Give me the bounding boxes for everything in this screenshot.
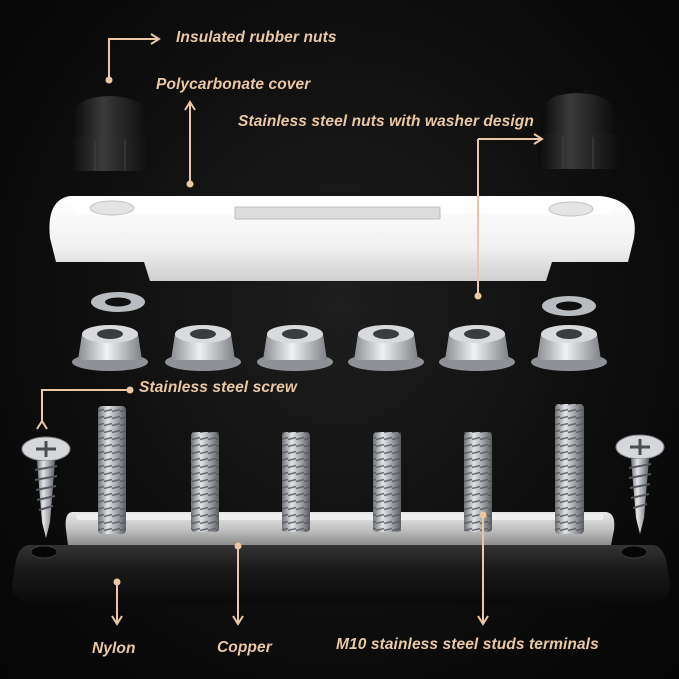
stud-1 — [98, 406, 126, 534]
label-rubber-nuts: Insulated rubber nuts — [176, 29, 337, 46]
rubber-cap-right — [538, 93, 618, 169]
leader-copper — [232, 542, 244, 626]
wood-screw-left — [21, 436, 71, 538]
flange-nut-1 — [72, 325, 148, 371]
flange-nut-3 — [257, 325, 333, 371]
stud-5 — [464, 432, 492, 532]
polycarbonate-cover — [49, 196, 635, 281]
label-studs: M10 stainless steel studs terminals — [336, 636, 599, 653]
stud-3 — [282, 432, 310, 532]
label-cover: Polycarbonate cover — [156, 76, 311, 93]
leader-steel-nuts — [474, 133, 544, 300]
flange-nut-5 — [439, 325, 515, 371]
label-copper: Copper — [217, 639, 272, 656]
leader-rubber-nuts — [105, 33, 161, 84]
lock-washer-right — [542, 296, 596, 316]
lock-washer-left — [91, 292, 145, 312]
flange-nut-6 — [531, 325, 607, 371]
flange-nut-4 — [348, 325, 424, 371]
rubber-cap-left — [70, 96, 150, 171]
stud-4 — [373, 432, 401, 532]
label-nylon: Nylon — [92, 640, 136, 657]
busbar-plate — [65, 512, 615, 545]
label-steel-nuts: Stainless steel nuts with washer design — [238, 113, 534, 130]
label-screw: Stainless steel screw — [139, 379, 298, 396]
leader-nylon — [111, 578, 123, 626]
leader-cover — [184, 100, 196, 188]
flange-nut-2 — [165, 325, 241, 371]
nylon-base — [12, 545, 670, 603]
stud-6 — [555, 404, 584, 534]
stud-2 — [191, 432, 219, 532]
leader-screw — [36, 386, 134, 430]
leader-studs — [477, 511, 489, 626]
wood-screw-right — [615, 434, 665, 534]
